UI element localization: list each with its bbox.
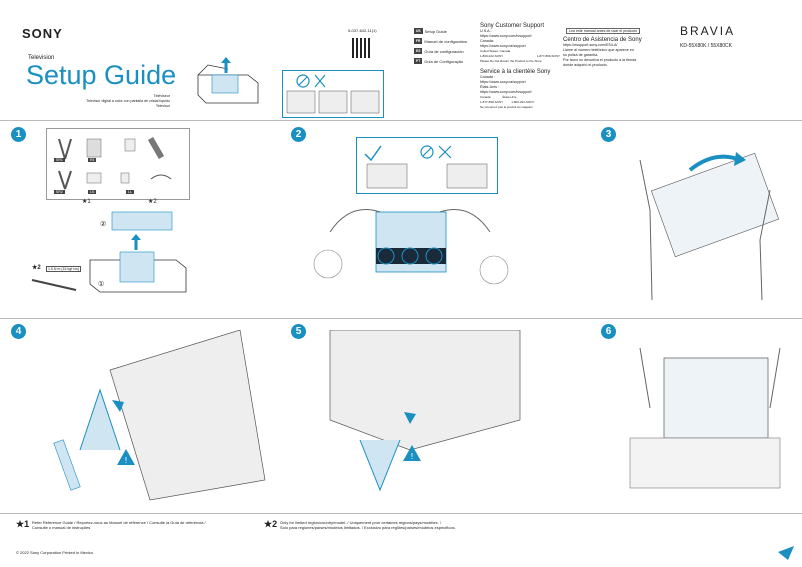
lift-illustration: [313, 209, 509, 285]
support-url: https://www.sony.ca/support: [480, 44, 526, 48]
subtitle-fr: Téléviseur: [153, 94, 170, 98]
attach-stand-left: [53, 330, 266, 501]
support-line: donde adquirió el producto.: [563, 63, 608, 67]
lang-code: FR: [414, 38, 423, 44]
support-line: Canada: [480, 95, 491, 99]
support-line: Por favor no devuelva el producto a la t…: [563, 58, 637, 62]
subtitle-pt: Televisor: [155, 104, 170, 108]
support-line: Llame al número telefónico que aparece e…: [563, 48, 634, 52]
support-line: Canada :: [480, 75, 495, 79]
part-number: 5-037-642-11(1): [348, 28, 377, 33]
footnote-1: Refer Reference Guide / Reportez-vous au…: [32, 520, 206, 530]
phone-number: 1-877-899-SONY: [536, 54, 560, 58]
footnote-line: Solo para regiones/países/modelos limita…: [280, 525, 456, 530]
svg-text:!: !: [124, 456, 127, 465]
support-url: https://www.sony.com/tvsupport: [480, 34, 532, 38]
subtitle-es: Televisor digital a color con pantalla d…: [86, 99, 170, 103]
support-url: https://www.sony.ca/support: [480, 80, 526, 84]
divider: [0, 318, 802, 319]
step-badge: 5: [291, 324, 306, 339]
model-number: KD-55X80K / 55X80CK: [680, 43, 732, 49]
part-label-sr2: SR2: [54, 190, 65, 194]
support-line: États-Unis: [502, 95, 517, 99]
footnote-marker-1: ★1: [82, 199, 91, 205]
footnote-2: Only for limited region/country/model. /…: [280, 520, 456, 530]
support-heading: Centro de Asistencia de Sony: [563, 37, 642, 43]
phone-number: 1-800-222-SONY: [511, 100, 535, 104]
page-title: Setup Guide: [26, 60, 177, 90]
sub-step-1: ①: [98, 281, 105, 288]
lang-label: Setup Guide: [424, 28, 447, 34]
support-url: https://esupport.sony.com/ES/LA/: [563, 43, 618, 47]
footnote-2-marker: ★2: [264, 519, 278, 529]
support-line: su póliza de garantía.: [563, 53, 599, 57]
part-label-sr1: SR1: [54, 158, 65, 162]
svg-text:!: !: [410, 452, 413, 461]
screwdriver-icon: [31, 279, 77, 291]
part-label-ll: LL: [126, 190, 134, 194]
support-heading: Service à la clientèle Sony: [480, 69, 551, 75]
support-en: Sony Customer Support U.S.A.: https://ww…: [480, 23, 560, 64]
support-line: États-Unis :: [480, 85, 500, 89]
support-line: Canada:: [480, 39, 494, 43]
sub-step-2: ②: [100, 221, 107, 228]
tv-box-icon: [197, 57, 259, 104]
step-badge: 6: [601, 324, 616, 339]
qr-code: [352, 38, 372, 58]
step-badge: 4: [11, 324, 26, 339]
support-line: United States, Canada: [480, 49, 511, 53]
step-badge: 3: [601, 127, 616, 142]
divider: [0, 120, 802, 121]
recycle-icon: [778, 546, 794, 560]
flip-tv-illustration: [639, 152, 780, 301]
support-heading: Sony Customer Support: [480, 23, 545, 29]
support-note: Please Do Not Return the Product to the …: [480, 59, 542, 63]
lang-label: Guia de Configuração: [424, 58, 464, 64]
support-line: U.S.A.:: [480, 29, 492, 33]
phone-number: 1-877-899-SONY: [480, 100, 504, 104]
unboxing-illustration: [89, 211, 187, 293]
read-notice: Lea este manual antes de usar el product…: [566, 28, 641, 34]
lang-code: PT: [414, 58, 423, 64]
footnote-line: Refer Reference Guide / Reportez-vous au…: [32, 520, 206, 525]
step-badge: 1: [11, 127, 26, 142]
lang-code: US: [414, 28, 423, 34]
step-badge: 2: [291, 127, 306, 142]
category-label: Television: [28, 55, 55, 61]
lang-code: ES: [414, 48, 423, 54]
lang-label: Manuel de configuration: [424, 38, 468, 44]
copyright: © 2022 Sony Corporation Printed in Mexic…: [16, 550, 93, 555]
support-note: Ne retournez pas le produit au magasin: [480, 105, 533, 109]
lang-label: Guía de configuración: [424, 48, 464, 54]
standing-tv-illustration: [629, 347, 781, 489]
sony-logo: SONY: [22, 26, 63, 41]
footnote-line: Only for limited region/country/model. /…: [280, 520, 441, 525]
support-es: Centro de Asistencia de Sony https://esu…: [563, 37, 663, 68]
footnote-marker-2: ★2: [148, 199, 157, 205]
warning-icon: !: [117, 449, 135, 465]
attach-stand-right: [329, 330, 521, 492]
divider: [0, 513, 802, 514]
prohibited-panel: [282, 70, 384, 118]
part-label-r4: R4: [88, 158, 97, 162]
part-label-ls: LS: [88, 190, 97, 194]
torque-note: 1.5 N·m {15 kgf·cm}: [46, 266, 82, 272]
phone-number: 1-800-222-SONY: [480, 54, 504, 58]
support-url: https://www.sony.com/tvsupport: [480, 90, 532, 94]
footnote-line: Consulte o manual de instruções: [32, 525, 91, 530]
footnote-1-marker: ★1: [16, 519, 30, 529]
footnote-marker-2-screw: ★2: [32, 265, 41, 271]
warning-icon: !: [403, 445, 421, 461]
support-fr: Service à la clientèle Sony Canada : htt…: [480, 69, 560, 110]
parts-list: [46, 128, 190, 200]
product-line: BRAVIA: [680, 24, 736, 38]
handling-panel: [356, 137, 498, 194]
